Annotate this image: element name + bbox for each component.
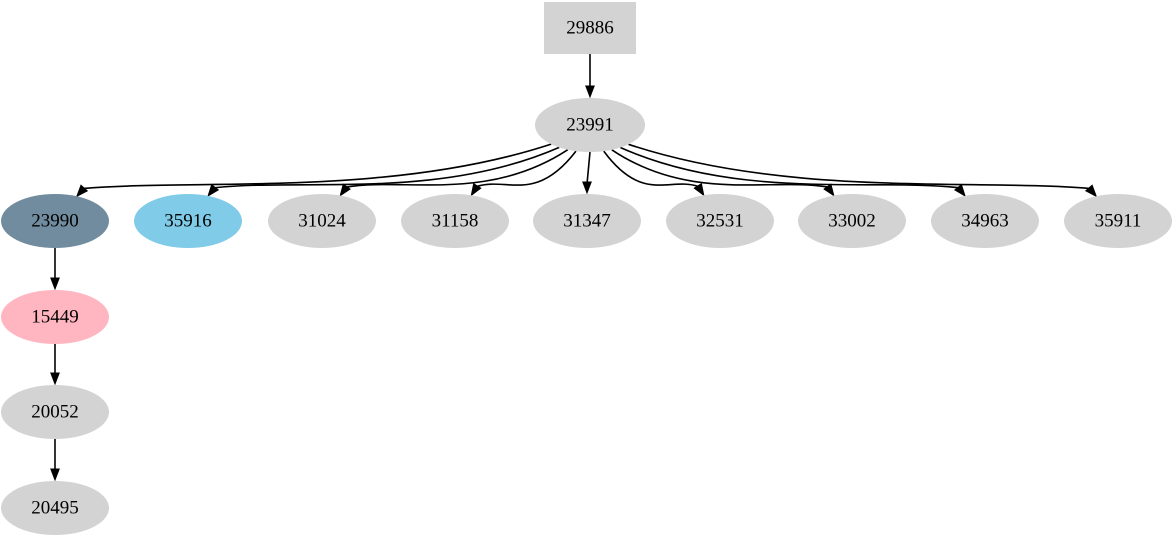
arrowhead-15449-to-20052 xyxy=(50,372,60,386)
edges-layer xyxy=(50,54,1098,482)
node-ellipse-33002[interactable] xyxy=(798,194,906,248)
node-23991[interactable]: 23991 xyxy=(535,98,645,152)
node-31158[interactable]: 31158 xyxy=(401,194,509,248)
arrowhead-23990-to-15449 xyxy=(50,277,60,291)
arrowhead-23991-to-33002 xyxy=(823,183,835,197)
arrowhead-29886-to-23991 xyxy=(585,85,595,99)
edge-23991-to-23990 xyxy=(83,143,552,190)
node-ellipse-34963[interactable] xyxy=(931,194,1039,248)
node-31024[interactable]: 31024 xyxy=(268,194,376,248)
node-35916[interactable]: 35916 xyxy=(134,194,242,248)
node-35911[interactable]: 35911 xyxy=(1064,194,1172,248)
node-31347[interactable]: 31347 xyxy=(533,194,641,248)
node-20052[interactable]: 20052 xyxy=(1,385,109,439)
node-ellipse-35916[interactable] xyxy=(134,194,242,248)
node-ellipse-32531[interactable] xyxy=(666,194,774,248)
node-ellipse-15449[interactable] xyxy=(1,290,109,344)
node-ellipse-35911[interactable] xyxy=(1064,194,1172,248)
arrowhead-23991-to-31347 xyxy=(582,181,592,195)
node-32531[interactable]: 32531 xyxy=(666,194,774,248)
edge-23991-to-31024 xyxy=(346,149,569,188)
edge-23991-to-35911 xyxy=(628,143,1090,190)
edge-23991-to-33002 xyxy=(611,149,828,188)
node-ellipse-23990[interactable] xyxy=(1,194,109,248)
node-15449[interactable]: 15449 xyxy=(1,290,109,344)
node-ellipse-20495[interactable] xyxy=(1,481,109,535)
arrowhead-23991-to-31158 xyxy=(470,182,482,197)
node-ellipse-31347[interactable] xyxy=(533,194,641,248)
node-34963[interactable]: 34963 xyxy=(931,194,1039,248)
node-ellipse-20052[interactable] xyxy=(1,385,109,439)
node-ellipse-31024[interactable] xyxy=(268,194,376,248)
arrowhead-23991-to-23990 xyxy=(75,184,89,198)
edge-23991-to-32531 xyxy=(603,150,699,188)
arrowhead-23991-to-35911 xyxy=(1084,184,1098,198)
arrowhead-23991-to-34963 xyxy=(953,183,966,198)
arrowhead-23991-to-35916 xyxy=(207,183,220,198)
node-box-29886[interactable] xyxy=(544,2,636,54)
edge-23991-to-35916 xyxy=(214,146,560,189)
arrowhead-20052-to-20495 xyxy=(50,468,60,482)
node-ellipse-31158[interactable] xyxy=(401,194,509,248)
arrowhead-23991-to-32531 xyxy=(693,182,705,197)
node-23990[interactable]: 23990 xyxy=(1,194,109,248)
edge-23991-to-31347 xyxy=(586,151,591,185)
node-ellipse-23991[interactable] xyxy=(535,98,645,152)
node-20495[interactable]: 20495 xyxy=(1,481,109,535)
edge-23991-to-34963 xyxy=(620,146,959,189)
node-33002[interactable]: 33002 xyxy=(798,194,906,248)
edge-23991-to-31158 xyxy=(476,150,577,188)
arrowhead-23991-to-31024 xyxy=(339,183,351,197)
node-29886[interactable]: 29886 xyxy=(544,2,636,54)
